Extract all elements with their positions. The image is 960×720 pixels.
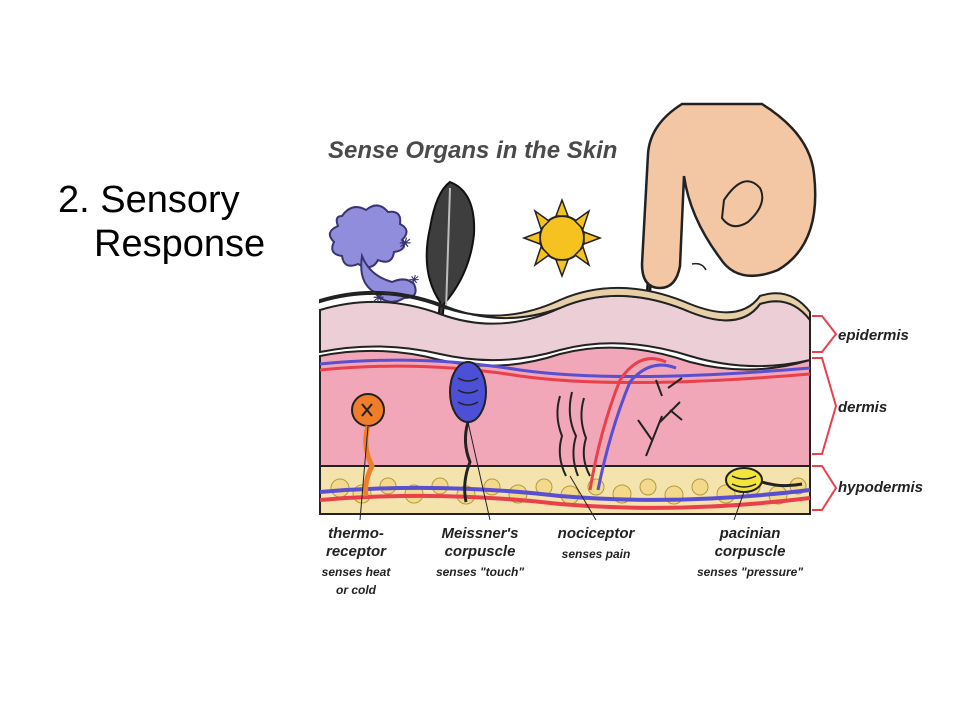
skin-sense-organs-diagram: Sense Organs in the Skin ✳ ✳ ✳ (319, 102, 923, 597)
receptor-name: thermo- (328, 525, 384, 542)
receptor-label-pacinian: pacinian corpuscle senses "pressure" (697, 525, 803, 579)
receptor-description: senses "pressure" (697, 565, 803, 579)
layer-label-epidermis: epidermis (838, 327, 909, 344)
receptor-name: Meissner's (442, 525, 519, 542)
layer-brackets (812, 315, 838, 511)
receptor-name: corpuscle (445, 543, 516, 560)
receptor-description: senses heat (322, 565, 392, 579)
cold-stimulus-icon: ✳ ✳ ✳ (328, 204, 419, 305)
meissner-corpuscle (449, 361, 487, 503)
receptor-description: senses "touch" (436, 565, 524, 579)
receptor-leader-lines (359, 421, 745, 521)
nociceptor (556, 377, 683, 477)
layer-label-dermis: dermis (838, 399, 887, 416)
receptor-description: or cold (336, 583, 377, 597)
pinching-finger-icon (640, 102, 817, 290)
slide-heading: 2. Sensory Response (58, 178, 265, 266)
receptor-name: receptor (326, 543, 387, 560)
receptor-name: pacinian (719, 525, 781, 542)
svg-text:✳: ✳ (408, 273, 419, 287)
receptor-label-thermoreceptor: thermo- receptor senses heat or cold (322, 525, 392, 597)
receptor-description: senses pain (562, 547, 631, 561)
layer-label-hypodermis: hypodermis (838, 479, 923, 496)
receptor-name: corpuscle (715, 543, 786, 560)
sun-icon (521, 197, 603, 279)
receptor-label-nociceptor: nociceptor senses pain (558, 525, 636, 561)
heading-line-2: Response (94, 223, 266, 265)
diagram-title: Sense Organs in the Skin (328, 137, 617, 164)
svg-text:✳: ✳ (398, 235, 411, 251)
receptor-name: nociceptor (558, 525, 636, 542)
heading-line-1: 2. Sensory (58, 179, 240, 221)
receptor-label-meissner: Meissner's corpuscle senses "touch" (436, 525, 524, 579)
